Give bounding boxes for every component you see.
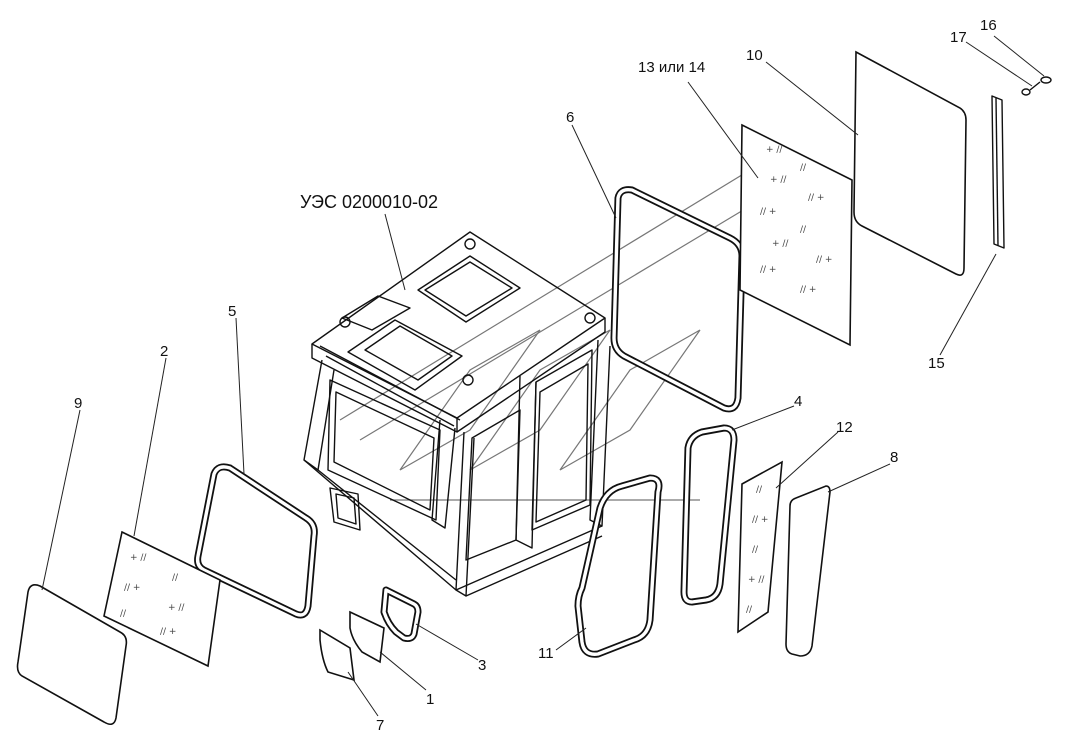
callout-9: 9 (74, 395, 82, 412)
svg-text:+ ∕∕: + ∕∕ (168, 603, 185, 613)
svg-text:∕∕ +: ∕∕ + (124, 583, 140, 593)
svg-text:∕∕: ∕∕ (756, 485, 763, 495)
svg-text:∕∕: ∕∕ (746, 605, 753, 615)
part-5-seal (194, 463, 318, 619)
svg-text:∕∕ +: ∕∕ + (160, 627, 176, 637)
svg-text:∕∕: ∕∕ (800, 225, 807, 235)
callout-labels: УЭС 0200010-02 13 или 14 10 16 17 6 15 4… (74, 17, 997, 734)
svg-text:∕∕ +: ∕∕ + (760, 207, 776, 217)
svg-text:∕∕ +: ∕∕ + (760, 265, 776, 275)
svg-text:∕∕ +: ∕∕ + (816, 255, 832, 265)
svg-text:+ ∕∕: + ∕∕ (130, 553, 147, 563)
callout-5: 5 (228, 303, 236, 320)
callout-17: 17 (950, 29, 967, 46)
part-15-strip (991, 95, 1005, 249)
callout-15: 15 (928, 355, 945, 372)
part-13-14-glass: + ∕∕ ∕∕ + ∕∕ ∕∕ + ∕∕ + ∕∕ + ∕∕ ∕∕ + ∕∕ + ∕∕ + (739, 123, 853, 347)
svg-text:∕∕: ∕∕ (752, 545, 759, 555)
svg-text:+ ∕∕: + ∕∕ (772, 239, 789, 249)
callout-2: 2 (160, 343, 168, 360)
svg-text:∕∕: ∕∕ (800, 163, 807, 173)
svg-text:+ ∕∕: + ∕∕ (748, 575, 765, 585)
svg-text:∕∕: ∕∕ (120, 609, 127, 619)
callout-16: 16 (980, 17, 997, 34)
svg-text:+ ∕∕: + ∕∕ (766, 145, 783, 155)
svg-text:∕∕: ∕∕ (172, 573, 179, 583)
part-9-glass (16, 584, 128, 726)
parts-16-17-fasteners (1021, 76, 1052, 96)
assembly-code-label: УЭС 0200010-02 (300, 192, 438, 212)
part-6-seal (610, 186, 746, 413)
callout-13-14: 13 или 14 (638, 59, 705, 76)
part-10-glass (853, 50, 967, 276)
callout-12: 12 (836, 419, 853, 436)
callout-6: 6 (566, 109, 574, 126)
callout-7: 7 (376, 717, 384, 734)
svg-text:∕∕ +: ∕∕ + (808, 193, 824, 203)
part-1-glass (349, 610, 385, 664)
svg-text:∕∕ +: ∕∕ + (800, 285, 816, 295)
callout-3: 3 (478, 657, 486, 674)
callout-11: 11 (538, 645, 554, 662)
part-2-glass: + ∕∕ ∕∕ ∕∕ + + ∕∕ ∕∕ ∕∕ + (103, 530, 221, 668)
part-11-seal (574, 474, 663, 658)
callout-1: 1 (426, 691, 434, 708)
part-7-glass (319, 628, 355, 682)
part-3-seal (380, 586, 422, 642)
part-8-glass (785, 485, 831, 657)
svg-text:+ ∕∕: + ∕∕ (770, 175, 787, 185)
part-4-seal (680, 424, 738, 606)
part-12-glass: ∕∕ ∕∕ + ∕∕ + ∕∕ ∕∕ (737, 460, 783, 634)
svg-text:∕∕ +: ∕∕ + (752, 515, 768, 525)
leader-lines (41, 35, 1045, 717)
callout-8: 8 (890, 449, 898, 466)
callout-4: 4 (794, 393, 802, 410)
callout-10: 10 (746, 47, 763, 64)
